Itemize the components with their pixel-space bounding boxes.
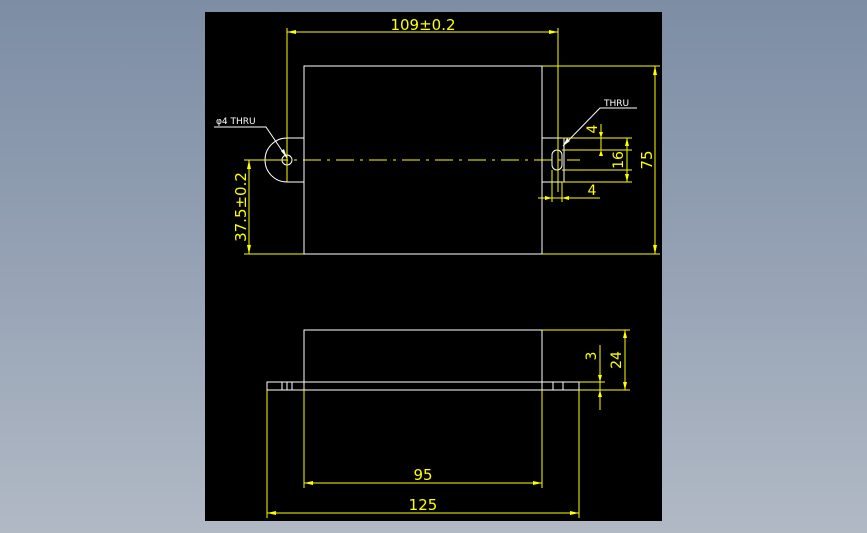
front-view-flange <box>266 381 580 391</box>
dim-body-width-label: 95 <box>413 466 432 484</box>
note-round-hole: φ4 THRU <box>214 117 288 159</box>
dim-center-height: 37.5±0.2 <box>232 159 304 255</box>
dim-slot-bottom-offset-label: 4 <box>588 183 597 199</box>
dim-front-heights: 24 3 <box>542 329 630 410</box>
dim-slot-length-label: 16 <box>611 151 627 169</box>
dim-overall-height-label: 75 <box>638 150 656 169</box>
dim-overall-width: 125 <box>266 390 580 518</box>
dim-overall-height: 75 <box>542 65 660 255</box>
dim-hole-spacing: 109±0.2 <box>287 16 558 34</box>
top-view: 109±0.2 75 37.5±0.2 <box>214 16 660 255</box>
drawing-sheet <box>205 12 662 521</box>
note-slot-hole: THRU <box>562 99 637 147</box>
dim-slot: 16 4 4 <box>538 124 632 202</box>
note-round-hole-label: φ4 THRU <box>216 117 256 127</box>
dim-body-width: 95 <box>303 390 543 488</box>
front-view: 24 3 95 125 <box>266 329 630 518</box>
dim-overall-width-label: 125 <box>409 496 438 514</box>
dim-flange-thickness-label: 3 <box>584 352 600 361</box>
note-slot-hole-label: THRU <box>603 99 629 109</box>
dim-center-height-label: 37.5±0.2 <box>232 172 250 242</box>
dim-slot-top-offset-label: 4 <box>585 124 601 133</box>
dim-hole-spacing-label: 109±0.2 <box>390 16 455 34</box>
dim-body-height-label: 24 <box>609 351 625 369</box>
